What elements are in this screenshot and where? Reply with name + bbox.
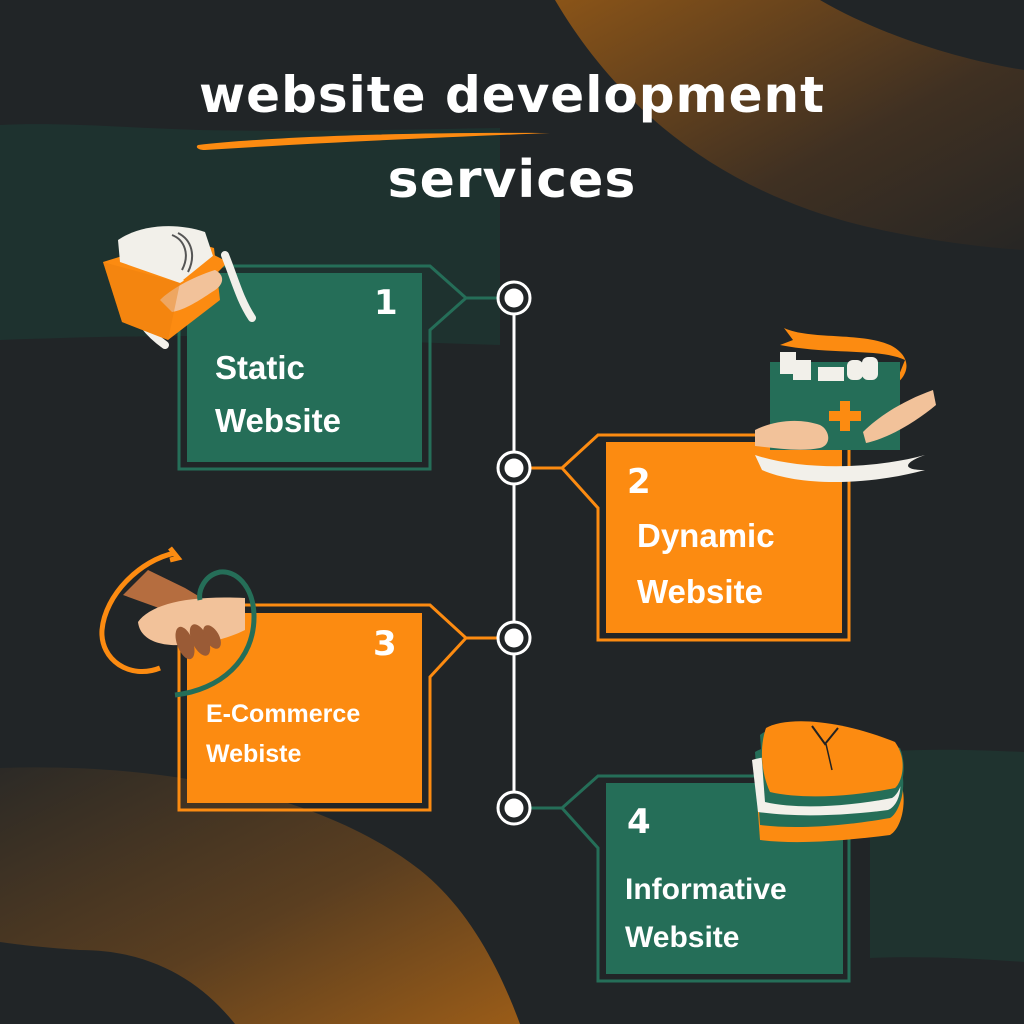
timeline-card-4 [531, 774, 851, 983]
timeline-node-1 [496, 280, 532, 316]
card-3-label: E-Commerce Webiste [206, 694, 360, 774]
card-4-label: Informative Website [625, 866, 787, 962]
card-4-outline [559, 774, 851, 983]
timeline-node-2 [496, 450, 532, 486]
page-title-line-2: services [387, 150, 637, 210]
card-4-label-line-2: Website [625, 921, 740, 954]
card-3-label-line-2: Webiste [206, 740, 302, 768]
timeline-nodes [496, 280, 532, 826]
card-1-number: 1 [374, 283, 398, 323]
timeline-card-3 [177, 603, 497, 812]
handshake-icon [99, 546, 257, 698]
timeline-node-3 [496, 620, 532, 656]
card-3-number: 3 [373, 624, 397, 664]
page-title-line-1: website development [198, 66, 825, 124]
card-4-label-line-1: Informative [625, 873, 787, 906]
card-2-number: 2 [627, 462, 651, 502]
timeline-node-4 [496, 790, 532, 826]
box-with-clothes-icon [103, 226, 256, 349]
card-3-outline [177, 603, 469, 812]
timeline-card-1 [177, 264, 497, 471]
title-underline-stroke [196, 132, 550, 150]
card-2-label-line-2: Website [637, 573, 763, 611]
card-1-label-line-1: Static [215, 349, 305, 386]
card-4-number: 4 [627, 802, 651, 842]
card-3-label-line-1: E-Commerce [206, 700, 361, 728]
card-2-label: Dynamic Website [637, 508, 775, 620]
top-right-orange-arc [555, 0, 1024, 250]
card-1-outline [177, 264, 469, 471]
card-1-label-line-2: Website [215, 401, 341, 439]
card-3-fill [187, 613, 422, 803]
card-2-label-line-1: Dynamic [637, 517, 775, 554]
folded-shirts-icon [752, 721, 904, 843]
bottom-left-orange-arc [0, 767, 520, 1024]
card-1-label: Static Website [215, 342, 341, 448]
card-2-outline [559, 433, 851, 642]
card-1-fill [187, 273, 422, 462]
first-aid-kit-icon [755, 328, 936, 483]
bottom-right-green-wave [870, 749, 1024, 962]
